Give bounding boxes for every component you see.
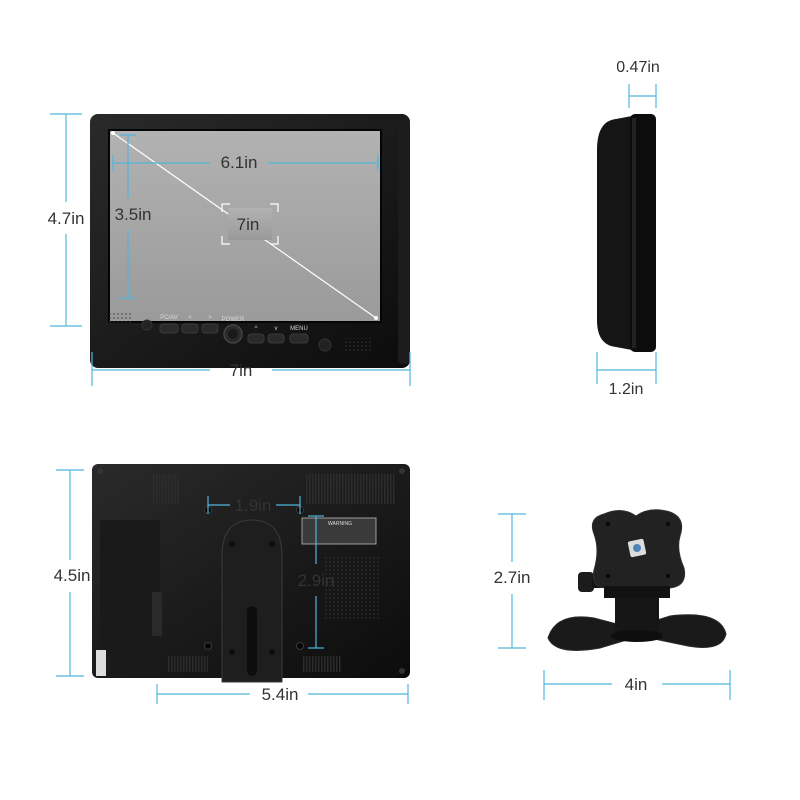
button-left[interactable] xyxy=(181,323,199,334)
stand-width-label: 4in xyxy=(625,675,648,694)
side-monitor-body xyxy=(597,116,632,350)
left-arrow-icon: < xyxy=(188,315,192,321)
front-button-panel: PC/AV < > POWER ^ v MENU xyxy=(159,315,332,352)
right-arrow-icon: > xyxy=(208,315,212,321)
diagonal-label: 7in xyxy=(237,215,260,234)
side-depth-top-label: 0.47in xyxy=(616,59,660,76)
button-right[interactable] xyxy=(201,323,219,334)
stand-height-label: 2.7in xyxy=(494,568,531,587)
mount-spacing-label: 1.9in xyxy=(235,496,272,515)
front-height-label: 4.7in xyxy=(48,209,85,228)
screen-width-label: 6.1in xyxy=(221,153,258,172)
svg-text:PC/AV: PC/AV xyxy=(160,315,178,321)
diagonal-label-box xyxy=(221,203,279,245)
stand-knob[interactable] xyxy=(578,572,594,592)
back-stand-bracket xyxy=(221,519,283,683)
mount-height-label: 2.9in xyxy=(298,571,335,590)
svg-text:POWER: POWER xyxy=(222,317,245,323)
button-pcav[interactable] xyxy=(159,323,179,334)
svg-text:MENU: MENU xyxy=(290,326,308,332)
warning-label-text: WARNING xyxy=(328,521,352,527)
front-view: 7in 6.1in 3.5in PC/AV < > POWER xyxy=(48,113,411,386)
power-icon xyxy=(228,329,238,339)
front-width-label: 7in xyxy=(230,361,253,380)
back-view: WARNING 1.9in 2.9in 4.5in xyxy=(54,464,410,704)
down-arrow-icon: v xyxy=(275,326,278,332)
side-depth-bottom-label: 1.2in xyxy=(609,381,644,398)
stand-column xyxy=(615,586,659,636)
stand-view: 2.7in 4in xyxy=(494,509,731,700)
up-arrow-icon: ^ xyxy=(255,326,258,332)
button-menu[interactable] xyxy=(289,333,309,344)
side-view: 0.47in 1.2in xyxy=(596,59,660,398)
warning-label xyxy=(301,517,377,545)
button-down[interactable] xyxy=(267,333,285,344)
back-width-label: 5.4in xyxy=(262,685,299,704)
screen-height-label: 3.5in xyxy=(115,205,152,224)
back-height-label: 4.5in xyxy=(54,566,91,585)
button-up[interactable] xyxy=(247,333,265,344)
